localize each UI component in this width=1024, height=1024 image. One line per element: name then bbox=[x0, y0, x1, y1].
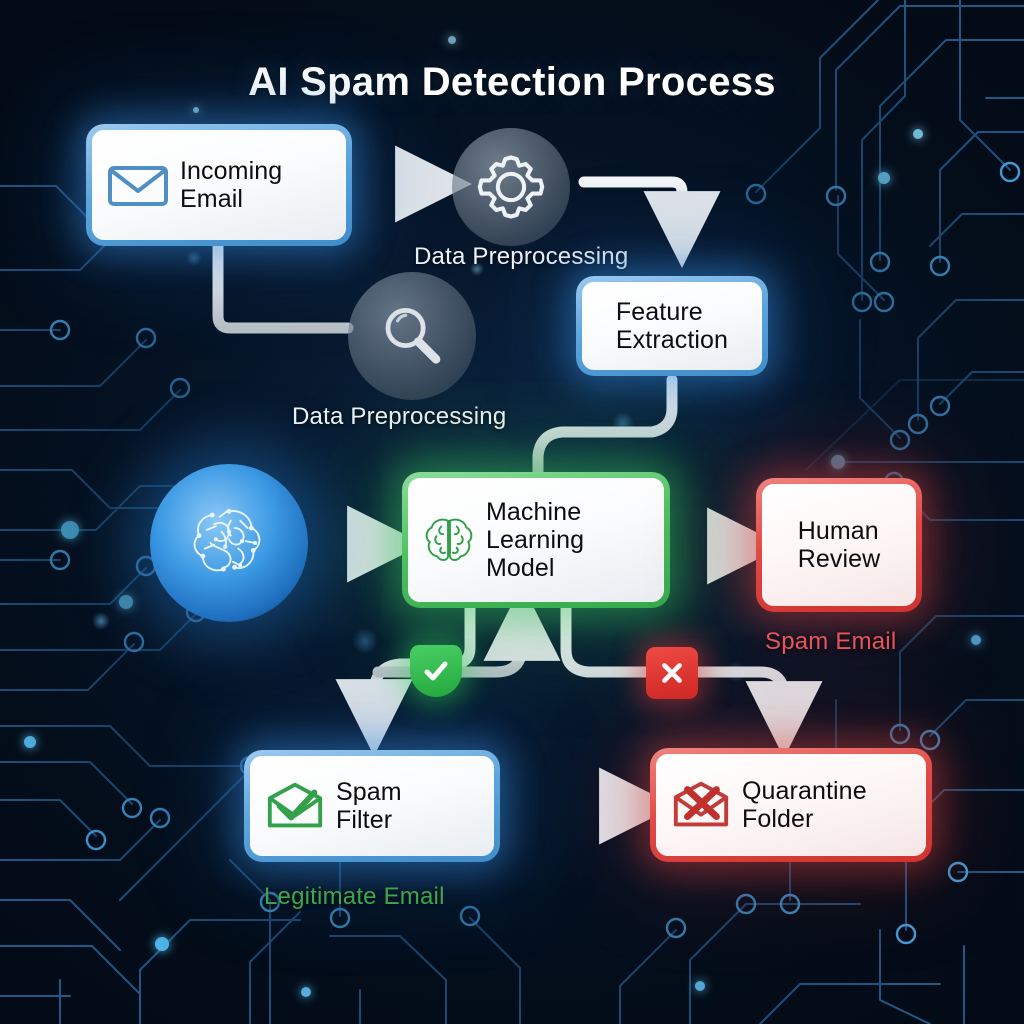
node-spam-filter[interactable]: Spam Filter bbox=[244, 750, 500, 862]
reject-badge[interactable] bbox=[646, 647, 698, 699]
link-email-to-preprocess-search bbox=[212, 238, 354, 334]
envelope-check-icon bbox=[267, 782, 323, 828]
legitimate-email-caption: Legitimate Email bbox=[264, 883, 445, 910]
link-preprocess-to-feature bbox=[578, 176, 721, 269]
node-label: Spam Filter bbox=[336, 778, 402, 834]
node-label: Human Review bbox=[797, 517, 881, 573]
page-title: AI Spam Detection Process bbox=[248, 60, 776, 104]
neural-brain-icon bbox=[193, 508, 261, 572]
cross-icon bbox=[662, 663, 682, 683]
data-preprocessing-gear-caption: Data Preprocessing bbox=[414, 243, 629, 270]
node-quarantine-folder[interactable]: Quarantine Folder bbox=[650, 748, 932, 862]
node-incoming-email[interactable]: Incoming Email bbox=[86, 124, 352, 246]
node-label: Machine Learning Model bbox=[486, 498, 585, 582]
brain-icon bbox=[425, 518, 473, 561]
node-label: Incoming Email bbox=[180, 157, 283, 213]
node-machine-learning-model[interactable]: Machine Learning Model bbox=[402, 472, 670, 608]
ai-core-stage[interactable] bbox=[150, 464, 308, 622]
link-feature-to-model bbox=[532, 374, 678, 480]
spam-email-caption: Spam Email bbox=[765, 628, 897, 655]
node-label: Quarantine Folder bbox=[742, 777, 867, 833]
check-icon bbox=[424, 661, 448, 681]
envelope-icon bbox=[108, 166, 168, 206]
node-feature-extraction[interactable]: Feature Extraction bbox=[576, 276, 768, 376]
link-spam-filter-to-model bbox=[372, 583, 561, 678]
envelope-x-icon bbox=[673, 781, 729, 827]
node-label: Feature Extraction bbox=[615, 298, 729, 354]
gear-icon bbox=[477, 155, 545, 219]
magnifier-icon bbox=[385, 308, 441, 364]
node-human-review[interactable]: Human Review bbox=[756, 478, 922, 612]
approve-badge[interactable] bbox=[410, 645, 462, 697]
data-preprocessing-search-caption: Data Preprocessing bbox=[292, 403, 507, 430]
data-preprocessing-search-stage[interactable] bbox=[348, 272, 476, 400]
data-preprocessing-gear-stage[interactable] bbox=[452, 128, 570, 246]
